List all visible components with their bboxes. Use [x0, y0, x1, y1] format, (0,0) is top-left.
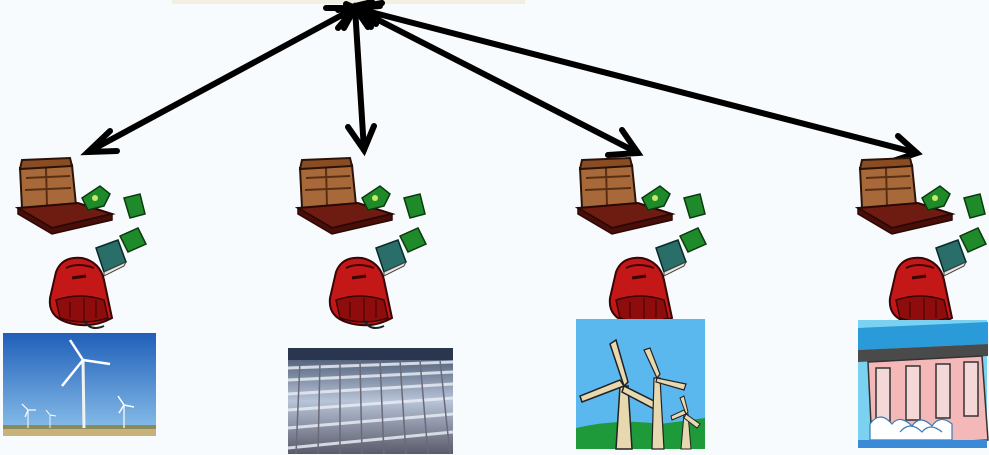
wind-turbine-photo	[3, 333, 156, 436]
resource-cluster-3	[578, 158, 706, 328]
resource-cluster-1	[18, 158, 146, 328]
arrow-to-column-1	[88, 8, 355, 152]
arrow-to-column-3	[355, 6, 638, 155]
arrow-to-column-4	[355, 3, 917, 162]
resource-cluster-2	[298, 158, 426, 328]
hydro-dam-icon	[858, 320, 988, 448]
arrows	[88, 2, 917, 162]
windmill-icon	[576, 319, 705, 449]
solar-panel-photo	[288, 348, 453, 454]
resource-cluster-4	[858, 158, 986, 328]
